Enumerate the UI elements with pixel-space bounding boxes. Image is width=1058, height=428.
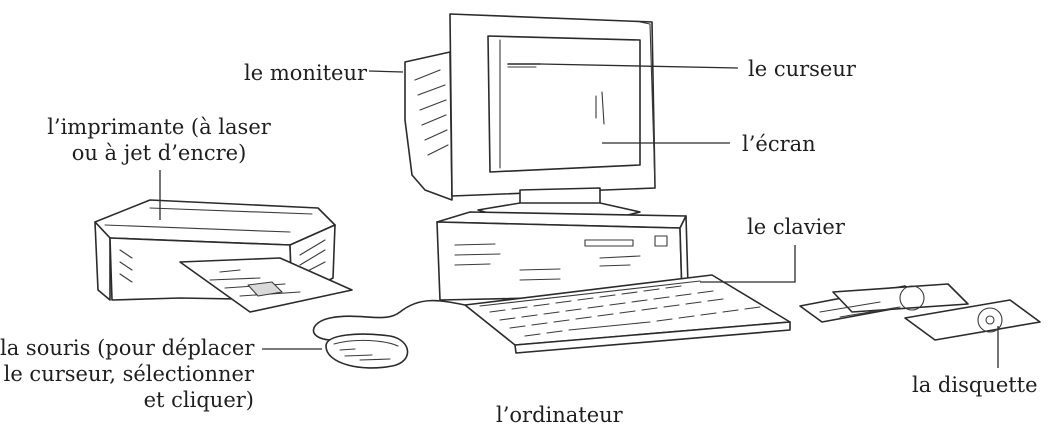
keyboard-label: le clavier (747, 214, 845, 240)
mouse-label: la souris (pour déplacer le curseur, sél… (0, 335, 254, 413)
printer-label-line2: ou à jet d’encre) (44, 140, 274, 166)
printer-label-line1: l’imprimante (à laser (44, 114, 274, 140)
monitor-label: le moniteur (244, 60, 367, 86)
printer-label: l’imprimante (à laser ou à jet d’encre) (44, 114, 274, 166)
computer-label: l’ordinateur (496, 402, 623, 428)
screen-label: l’écran (742, 131, 816, 157)
mouse-label-line3: et cliquer) (0, 387, 254, 413)
monitor-drawing (405, 14, 655, 222)
mouse-drawing (313, 301, 465, 368)
printer-drawing (95, 200, 352, 312)
mouse-label-line2: le curseur, sélectionner (0, 361, 254, 387)
floppy-drawing (800, 284, 1040, 340)
floppy-label: la disquette (912, 372, 1038, 398)
cursor-label: le curseur (748, 56, 856, 82)
mouse-label-line1: la souris (pour déplacer (0, 335, 254, 361)
